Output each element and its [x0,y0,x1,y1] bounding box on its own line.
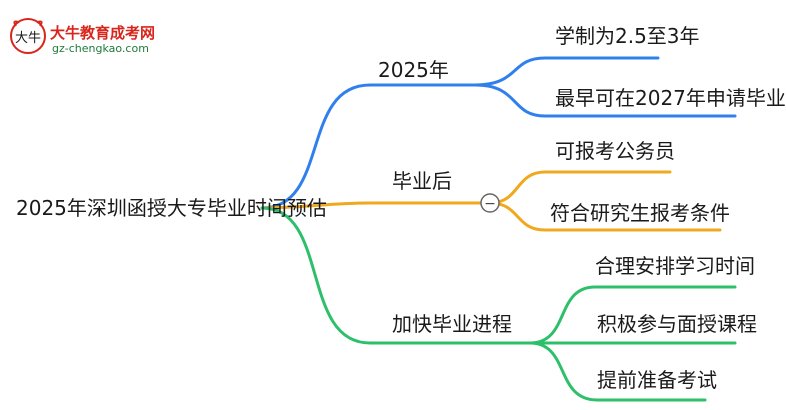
connector-after-civil [488,170,672,205]
connector-2025-duration [473,56,660,87]
root-node[interactable]: 2025年深圳函授大专毕业时间预估 [16,196,327,220]
connector-root-to-speedup [260,206,532,345]
bull-logo-icon: 大牛 [10,18,46,54]
connector-speedup-plan [528,285,737,345]
mind-map: − 大牛 大牛教育成考网 gz-chengkao.com 2025年深圳函授大专… [8,12,786,402]
mind-map-connectors: − [260,56,737,402]
leaf-earliest-graduation[interactable]: 最早可在2027年申请毕业 [555,86,786,110]
leaf-attend-classes[interactable]: 积极参与面授课程 [597,312,757,336]
branch-speed-up[interactable]: 加快毕业进程 [392,312,512,336]
leaf-duration[interactable]: 学制为2.5至3年 [555,24,700,48]
connector-root-to-after [260,201,492,210]
leaf-civil-service[interactable]: 可报考公务员 [555,139,675,163]
connector-root-to-2025 [260,83,477,210]
logo-mark-text: 大牛 [15,31,41,46]
logo-title: 大牛教育成考网 [50,24,156,42]
collapse-symbol: − [484,196,496,212]
connector-speedup-exams [528,341,707,402]
branch-after-graduation[interactable]: 毕业后 [392,169,452,193]
branch-2025[interactable]: 2025年 [378,58,449,82]
logo-url: gz-chengkao.com [52,42,149,55]
leaf-prepare-exams[interactable]: 提前准备考试 [597,368,717,392]
site-logo[interactable]: 大牛 大牛教育成考网 gz-chengkao.com [8,12,178,60]
leaf-plan-study-time[interactable]: 合理安排学习时间 [595,254,755,278]
connector-2025-earliest [473,83,737,118]
collapse-toggle-icon[interactable]: − [480,193,500,213]
leaf-postgraduate[interactable]: 符合研究生报考条件 [550,201,730,225]
